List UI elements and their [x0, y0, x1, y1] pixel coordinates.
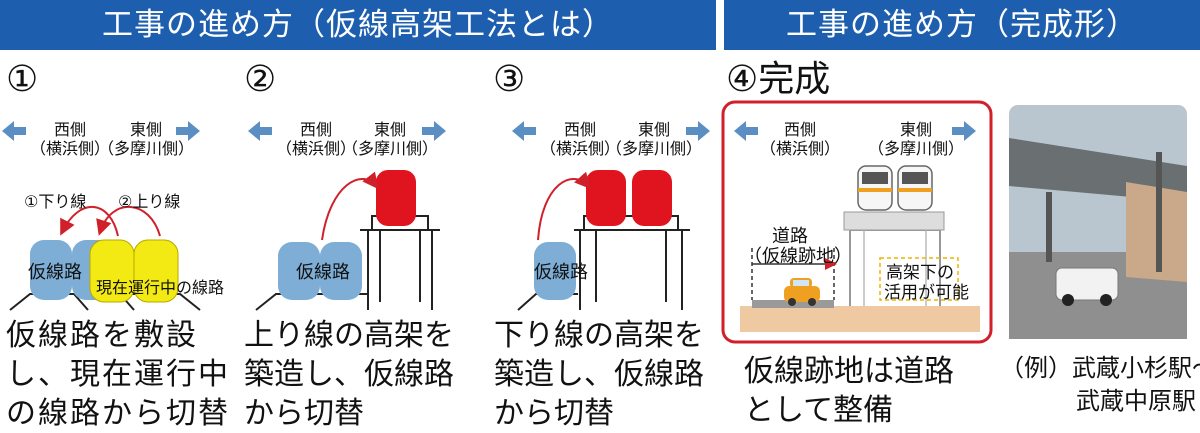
- ground: [740, 306, 980, 332]
- arrow-right-icon: [686, 121, 710, 141]
- west-label-1: 西側（横浜側）: [30, 120, 111, 158]
- east-label-1: 東側（多摩川側）: [98, 120, 195, 158]
- step-1-down-label: ①下り線: [24, 192, 87, 211]
- step-3-caption: 下り線の高架を築造し、仮線路から切替: [494, 318, 704, 431]
- step-2-temp-label: 仮線路: [296, 262, 350, 283]
- step-4-number: ④完成: [726, 59, 831, 100]
- step-3-temp-label: 仮線路: [534, 262, 588, 283]
- west-label-4: 西側（横浜側）: [760, 120, 841, 158]
- west-label-3: 西側（横浜側）: [540, 120, 621, 158]
- east-label-3: 東側（多摩川側）: [606, 120, 703, 158]
- arrow-left-icon: [734, 121, 758, 141]
- viaduct-train-up: [376, 170, 416, 226]
- road-label: 道路: [772, 226, 808, 247]
- arrow-right-icon: [952, 121, 976, 141]
- step-3-number: ③: [493, 59, 526, 100]
- arrow-right-icon: [422, 121, 446, 141]
- temp-train: [534, 242, 576, 300]
- step-1-number: ①: [6, 59, 39, 100]
- current-train-2: [133, 239, 179, 303]
- panel-4-scene: [721, 100, 993, 344]
- panel-2-scene: [255, 170, 440, 311]
- west-label-2: 西側（横浜側）: [276, 120, 357, 158]
- arrow-left-icon: [248, 121, 272, 141]
- under-viaduct-label-2: 活用が可能: [884, 283, 969, 303]
- panel-3-scene: [517, 170, 690, 311]
- arrow-right-icon: [176, 121, 200, 141]
- photo-caption: （例）武蔵小杉駅～武蔵中原駅: [1000, 354, 1200, 415]
- header-right: 工事の進め方（完成形）: [724, 0, 1200, 50]
- under-viaduct-label: 高架下の: [886, 263, 954, 283]
- temp-train-1: [278, 242, 320, 300]
- temp-train-1: [30, 240, 72, 300]
- step-1-temp-label: 仮線路: [28, 262, 82, 283]
- viaduct-train-down: [586, 170, 626, 226]
- step-4-caption: 仮線跡地は道路として整備: [744, 354, 954, 428]
- step-2-number: ②: [244, 59, 277, 100]
- header-left: 工事の進め方（仮線高架工法とは）: [0, 0, 716, 50]
- temp-train-2: [320, 242, 362, 300]
- road-sub-label: （仮線跡地）: [744, 246, 852, 267]
- viaduct-train-up: [632, 170, 672, 226]
- train-icon: [857, 165, 893, 211]
- train-icon: [897, 165, 933, 211]
- arrow-left-icon: [512, 121, 536, 141]
- panel-1-scene: [9, 205, 201, 311]
- step-1-caption: 仮線路を敷設し、現在運行中の線路から切替: [6, 318, 230, 431]
- east-label-2: 東側（多摩川側）: [342, 120, 439, 158]
- east-label-4: 東側（多摩川側）: [868, 120, 965, 158]
- car-icon: [784, 286, 820, 302]
- step-2-caption: 上り線の高架を築造し、仮線路から切替: [244, 318, 454, 431]
- arrow-left-icon: [2, 121, 26, 141]
- station-photo: [1009, 105, 1187, 339]
- step-1-up-label: ②上り線: [118, 192, 181, 211]
- step-1-current-label: 現在運行中の線路: [96, 278, 225, 297]
